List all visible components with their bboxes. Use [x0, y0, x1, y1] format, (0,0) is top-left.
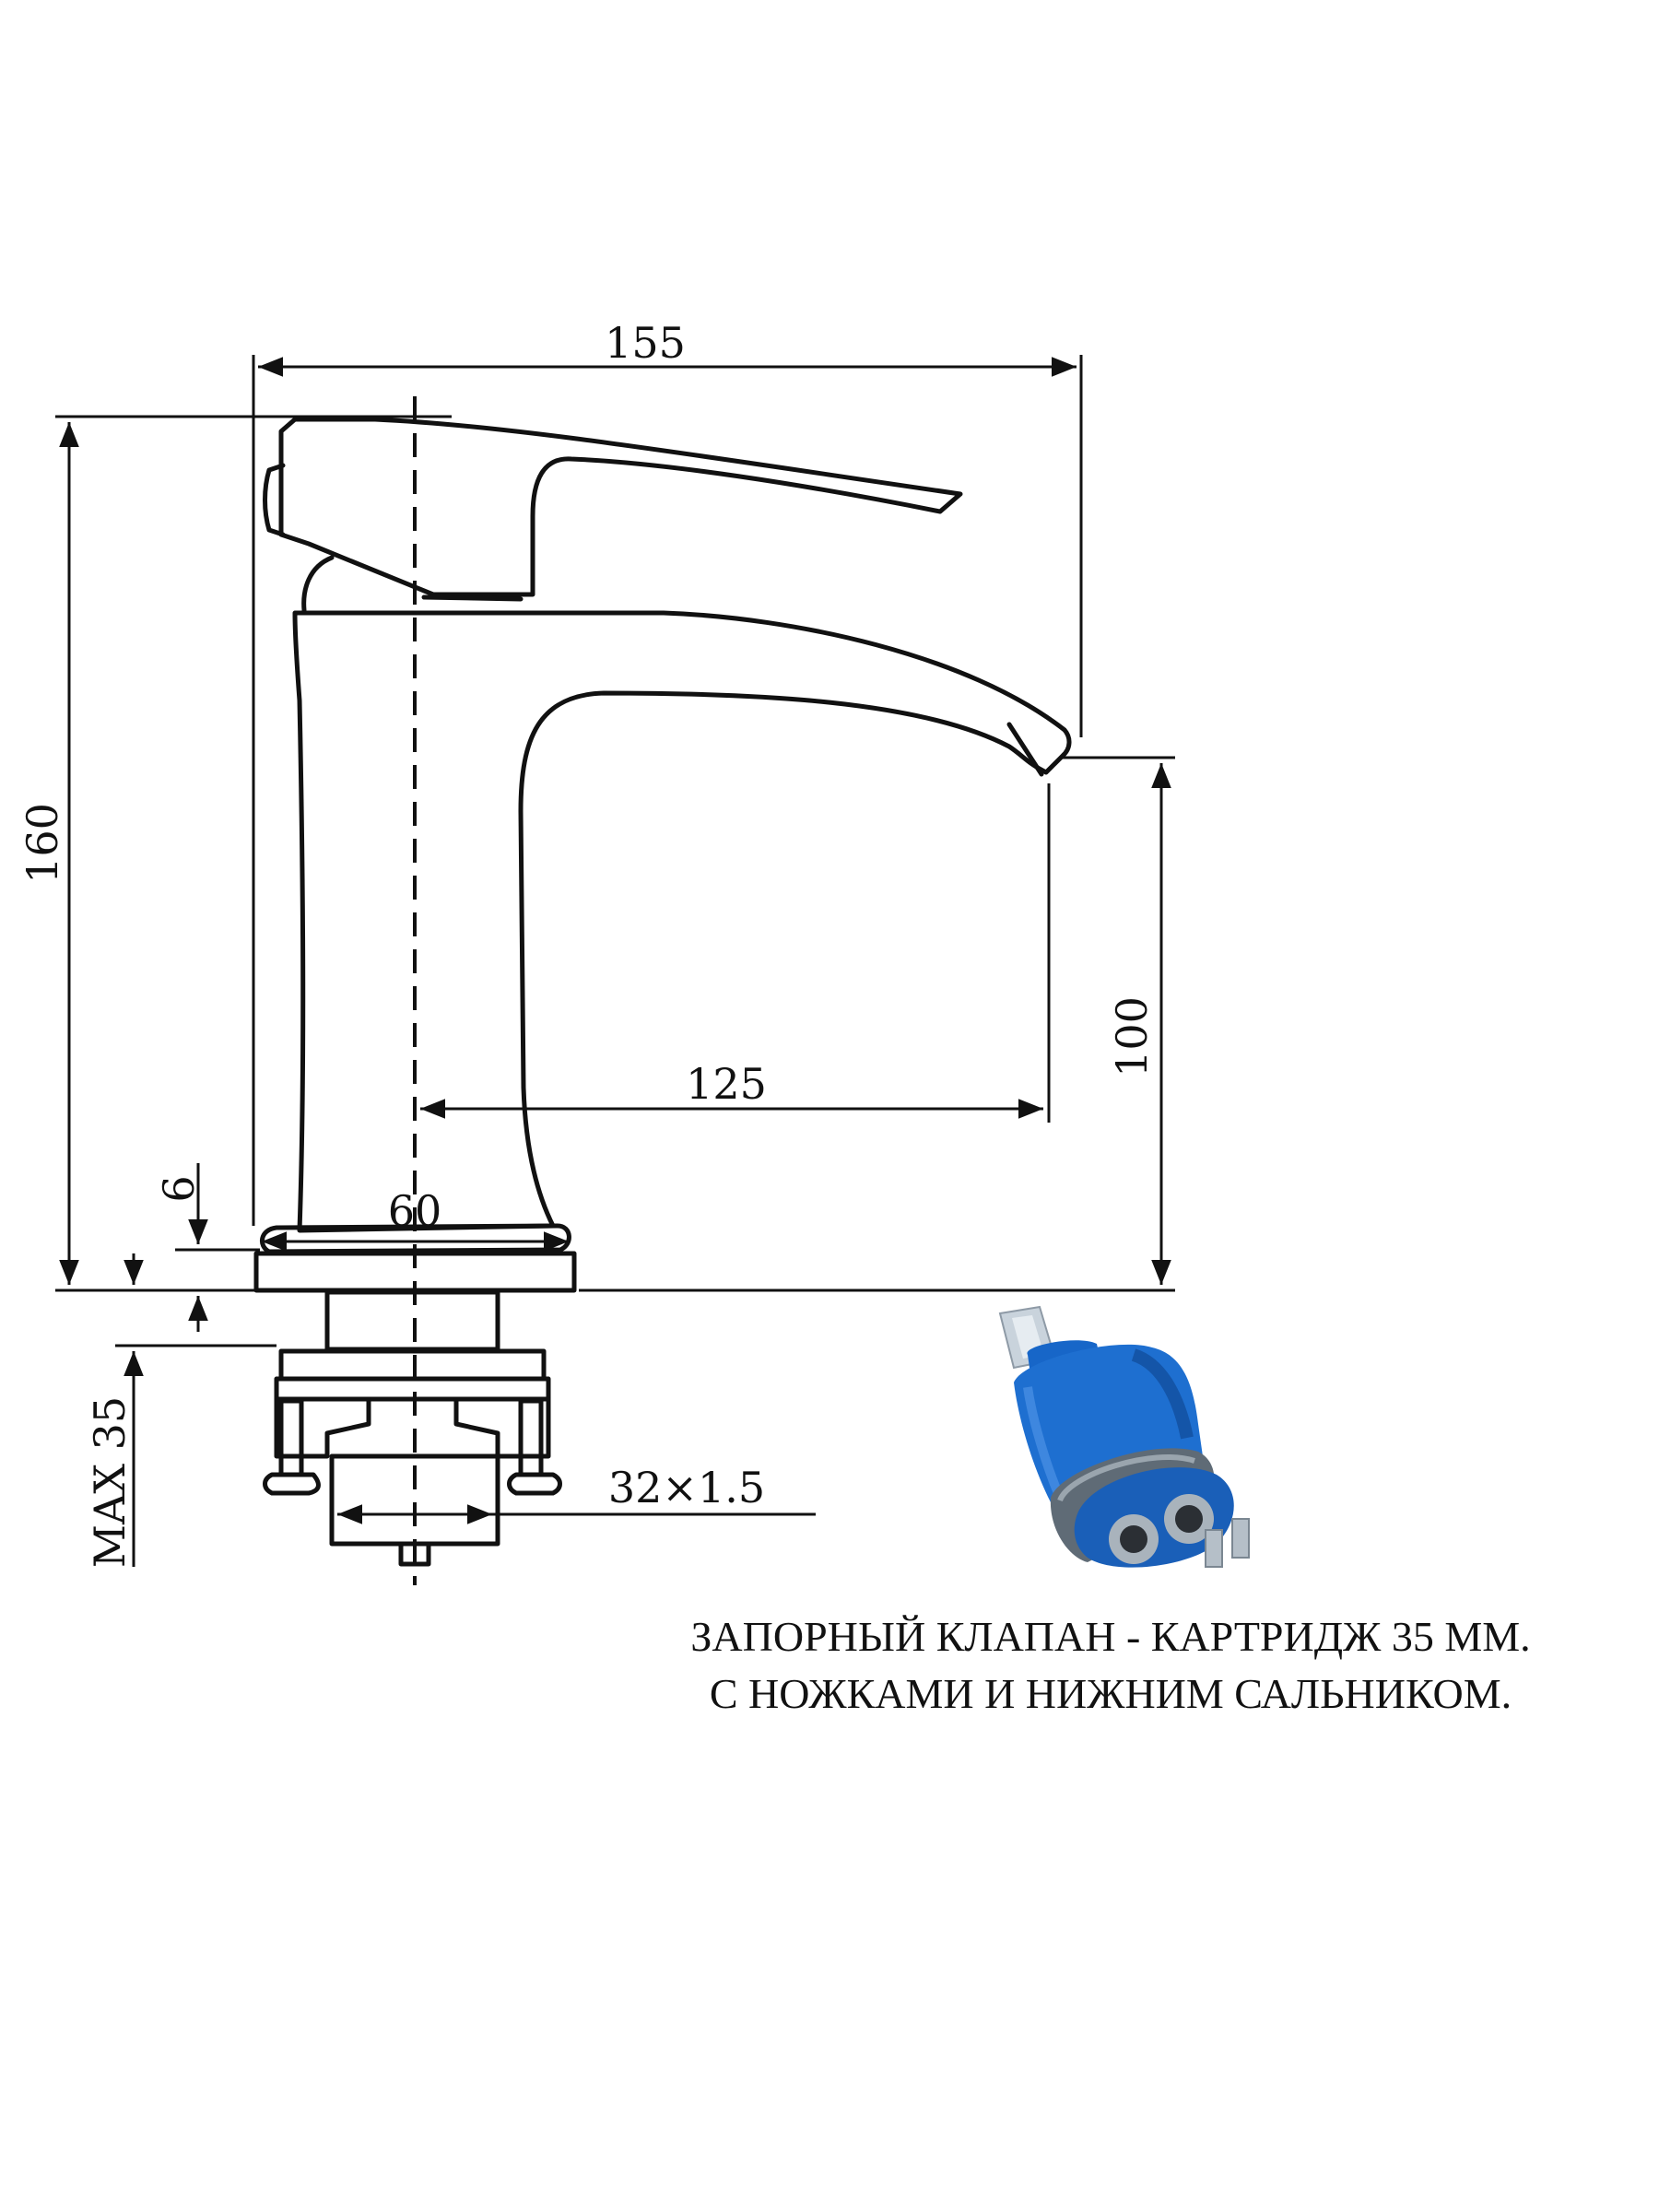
dim-spout-reach: 125 [686, 1059, 767, 1109]
dim-thread: 32×1.5 [608, 1463, 765, 1512]
dim-spout-height: 100 [1107, 996, 1157, 1077]
caption-line-1: ЗАПОРНЫЙ КЛАПАН - КАРТРИДЖ 35 ММ. [690, 1613, 1531, 1660]
dim-overall-height: 160 [18, 803, 67, 884]
faucet-body [292, 610, 1072, 1233]
dim-overall-width: 155 [605, 318, 686, 368]
clamp-left [274, 1396, 371, 1459]
mount-nut [278, 1348, 547, 1382]
dim-base-thickness: 6 [154, 1175, 204, 1202]
cartridge-image [998, 1305, 1250, 1568]
dim-mount-thickness: MAX 35 [85, 1396, 135, 1568]
caption-line-2: С НОЖКАМИ И НИЖНИМ САЛЬНИКОМ. [709, 1670, 1512, 1717]
cartridge-caption: ЗАПОРНЫЙ КЛАПАН - КАРТРИДЖ 35 ММ. С НОЖК… [645, 1608, 1576, 1723]
faucet-outline [253, 417, 1072, 1567]
mount-shank [324, 1289, 500, 1352]
handle-neck [301, 555, 335, 613]
lever-handle [278, 417, 963, 597]
cartridge-leg-right [1231, 1518, 1250, 1559]
clamp-right [453, 1396, 551, 1459]
stud-left [278, 1398, 304, 1477]
lever-cap [263, 463, 286, 537]
stud-right [518, 1398, 544, 1477]
dim-base-diameter: 60 [388, 1186, 442, 1236]
cartridge-leg-left [1205, 1529, 1223, 1568]
dimension-lines [55, 355, 1175, 1567]
